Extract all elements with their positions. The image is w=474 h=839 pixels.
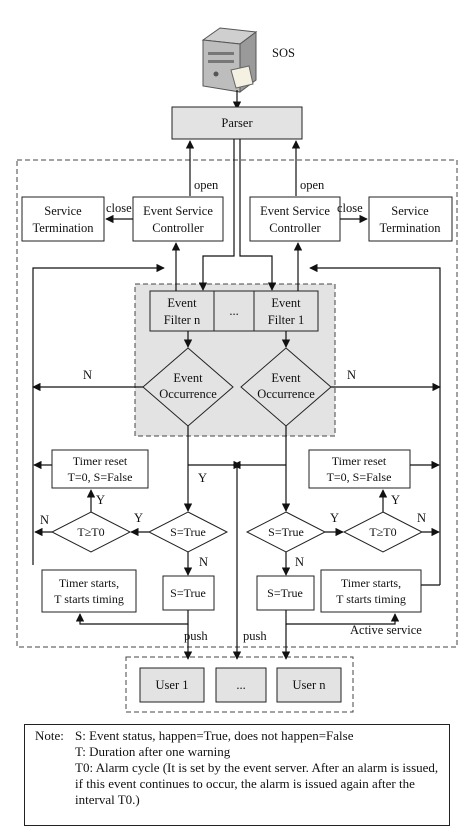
left-occurrence-line2: Occurrence bbox=[159, 387, 217, 401]
right-n-label: N bbox=[347, 368, 356, 382]
filter-1-line1: Event bbox=[271, 296, 301, 310]
right-timer-reset-box bbox=[308, 449, 411, 489]
user-1-label: User 1 bbox=[156, 678, 189, 692]
left-loop-line bbox=[32, 263, 165, 565]
left-timer-starts-box bbox=[41, 569, 137, 613]
right-occurrence-line1: Event bbox=[271, 371, 301, 385]
left-timer-starts-line2: T starts timing bbox=[54, 592, 124, 606]
left-open-label: open bbox=[194, 178, 219, 192]
active-service-label: Active service bbox=[350, 623, 422, 637]
left-t-ge-y-label: Y bbox=[96, 493, 105, 507]
parser-box bbox=[171, 106, 303, 140]
left-term-box bbox=[21, 196, 105, 242]
left-term-line2: Termination bbox=[33, 221, 95, 235]
right-timer-starts-line2: T starts timing bbox=[336, 592, 406, 606]
left-s-n-label: N bbox=[199, 555, 208, 569]
left-t-ge-n-label: N bbox=[40, 513, 49, 527]
filter-ellipsis-box bbox=[213, 290, 255, 332]
filter-1-box bbox=[253, 290, 319, 332]
user-ellipsis-label: ... bbox=[236, 678, 245, 692]
right-s-y-label: Y bbox=[330, 511, 339, 525]
right-s-n-label: N bbox=[295, 555, 304, 569]
right-t-ge-label: T≥T0 bbox=[369, 525, 396, 539]
right-t-ge-n-label: N bbox=[417, 511, 426, 525]
right-push-label: push bbox=[243, 629, 267, 643]
user-n-box bbox=[276, 667, 342, 703]
right-occurrence-line2: Occurrence bbox=[257, 387, 315, 401]
right-close-label: close bbox=[337, 201, 363, 215]
right-push-to-timer bbox=[285, 610, 400, 625]
left-s-true-diamond-label: S=True bbox=[170, 525, 206, 539]
left-t-ge-label: T≥T0 bbox=[77, 525, 104, 539]
left-close-label: close bbox=[106, 201, 132, 215]
sos-label: SOS bbox=[272, 46, 295, 60]
parser-to-filter-1 bbox=[239, 139, 277, 291]
right-s-true-diamond-label: S=True bbox=[268, 525, 304, 539]
left-esc-line1: Event Service bbox=[143, 204, 213, 218]
right-timer-starts-box bbox=[320, 569, 422, 613]
user-n-label: User n bbox=[293, 678, 327, 692]
parser-label: Parser bbox=[221, 116, 253, 130]
right-timer-reset-line1: Timer reset bbox=[332, 454, 387, 468]
left-timer-starts-line1: Timer starts, bbox=[59, 576, 119, 590]
left-s-y-label: Y bbox=[134, 511, 143, 525]
left-esc-line2: Controller bbox=[152, 221, 204, 235]
right-timer-starts-line1: Timer starts, bbox=[341, 576, 401, 590]
note-box: Note: S: Event status, happen=True, does… bbox=[24, 724, 450, 826]
note-row-1: Note: S: Event status, happen=True, does… bbox=[35, 728, 441, 744]
right-t-ge-diamond bbox=[342, 511, 424, 553]
left-y-label: Y bbox=[198, 471, 207, 485]
note-line-t0: T0: Alarm cycle (It is set by the event … bbox=[75, 760, 439, 807]
filter-ellipsis: ... bbox=[229, 304, 238, 318]
right-s-true-box-label: S=True bbox=[267, 586, 303, 600]
server-icon bbox=[201, 27, 258, 93]
left-timer-reset-line2: T=0, S=False bbox=[68, 470, 133, 484]
right-esc-box bbox=[249, 196, 341, 242]
right-term-line1: Service bbox=[391, 204, 429, 218]
left-esc-box bbox=[132, 196, 224, 242]
left-timer-reset-line1: Timer reset bbox=[73, 454, 128, 468]
left-s-true-box-label: S=True bbox=[170, 586, 206, 600]
left-timer-reset-box bbox=[51, 449, 149, 489]
user-1-box bbox=[139, 667, 205, 703]
filter-1-line2: Filter 1 bbox=[268, 313, 304, 327]
left-t-ge-diamond bbox=[50, 511, 132, 553]
user-ellipsis-box bbox=[215, 667, 267, 703]
left-n-label: N bbox=[83, 368, 92, 382]
note-line-t: T: Duration after one warning bbox=[75, 744, 231, 759]
note-label: Note: bbox=[35, 728, 64, 743]
right-t-ge-y-label: Y bbox=[391, 493, 400, 507]
right-esc-line1: Event Service bbox=[260, 204, 330, 218]
filter-n-line1: Event bbox=[167, 296, 197, 310]
right-timer-reset-line2: T=0, S=False bbox=[327, 470, 392, 484]
note-line-s: S: Event status, happen=True, does not h… bbox=[75, 728, 354, 743]
left-occurrence-line1: Event bbox=[173, 371, 203, 385]
left-push-to-timer bbox=[75, 610, 189, 625]
right-term-line2: Termination bbox=[380, 221, 442, 235]
right-term-box bbox=[368, 196, 453, 242]
left-term-line1: Service bbox=[44, 204, 82, 218]
right-loop-line bbox=[309, 263, 441, 585]
left-push-label: push bbox=[184, 629, 208, 643]
right-esc-line2: Controller bbox=[269, 221, 321, 235]
parser-to-filter-n bbox=[198, 139, 235, 291]
right-s-true-box bbox=[256, 575, 315, 611]
filter-n-line2: Filter n bbox=[164, 313, 201, 327]
right-open-label: open bbox=[300, 178, 325, 192]
